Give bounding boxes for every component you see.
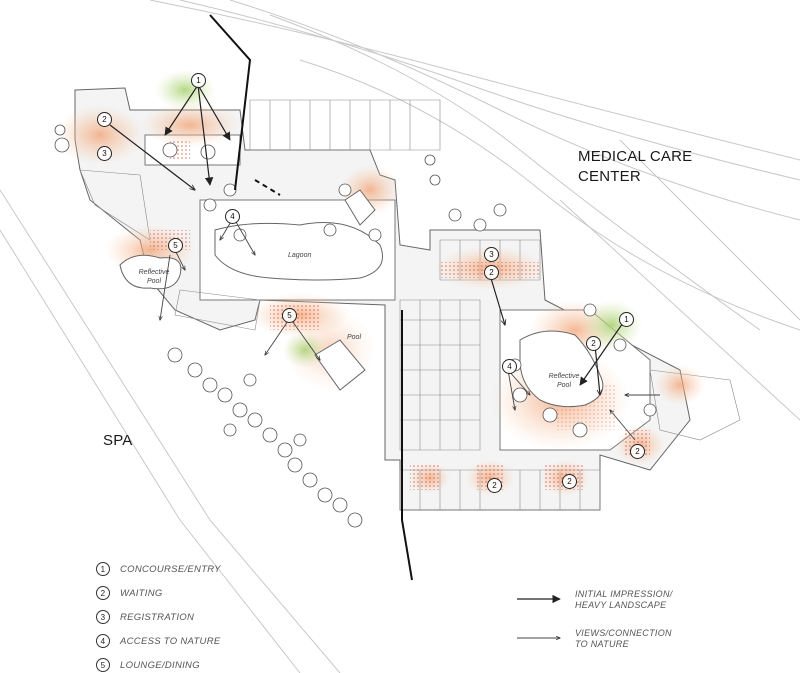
arrow-legend-line2: HEAVY LANDSCAPE [575, 600, 667, 610]
spa-label: SPA [103, 432, 133, 449]
arrow-legend-views: VIEWS/CONNECTION TO NATURE [575, 628, 672, 650]
dashed-path [254, 179, 281, 196]
medical-care-center-label: MEDICAL CARE CENTER [578, 148, 692, 185]
legend-num: 1 [96, 562, 110, 576]
reflective-pool-right-label: Reflective Pool [548, 373, 580, 389]
marker-concourse-1: 1 [191, 73, 206, 88]
lagoon-label: Lagoon [288, 252, 312, 259]
site-boundary [209, 14, 413, 581]
marker-registration-1: 3 [97, 146, 112, 161]
legend-item-lounge: 5 LOUNGE/DINING [96, 658, 200, 672]
marker-access-nature-2: 4 [502, 359, 517, 374]
arrow-legend-line1: INITIAL IMPRESSION/ [575, 589, 673, 599]
legend-num: 2 [96, 586, 110, 600]
medical-label-line1: MEDICAL CARE [578, 148, 693, 165]
legend-text: WAITING [120, 587, 163, 599]
marker-waiting-2: 2 [484, 265, 499, 280]
legend-num: 3 [96, 610, 110, 624]
legend-num: 5 [96, 658, 110, 672]
legend-item-registration: 3 REGISTRATION [96, 610, 194, 624]
initial-impression-arrows [109, 84, 626, 395]
arrow-legend-initial-impression: INITIAL IMPRESSION/ HEAVY LANDSCAPE [575, 589, 673, 611]
arrow-legend-line1: VIEWS/CONNECTION [575, 628, 672, 638]
marker-waiting-6: 2 [562, 474, 577, 489]
marker-waiting-3: 2 [586, 336, 601, 351]
legend-text: CONCOURSE/ENTRY [120, 563, 221, 575]
legend-text: REGISTRATION [120, 611, 195, 623]
marker-lounge-1: 5 [168, 238, 183, 253]
legend-item-access-nature: 4 ACCESS TO NATURE [96, 634, 221, 648]
reflective-pool-left-label: Reflective Pool [138, 269, 170, 285]
marker-access-nature-1: 4 [225, 209, 240, 224]
legend-item-waiting: 2 WAITING [96, 586, 163, 600]
legend-text: ACCESS TO NATURE [120, 635, 221, 647]
marker-concourse-2: 1 [619, 312, 634, 327]
legend-item-concourse: 1 CONCOURSE/ENTRY [96, 562, 221, 576]
trees [54, 124, 657, 528]
legend-text: LOUNGE/DINING [120, 659, 200, 671]
pool-label: Pool [347, 334, 362, 341]
marker-waiting-1: 2 [97, 112, 112, 127]
arrow-legend-line2: TO NATURE [575, 639, 629, 649]
marker-registration-2: 3 [484, 247, 499, 262]
views-arrows [160, 214, 660, 441]
marker-waiting-4: 2 [630, 444, 645, 459]
legend-num: 4 [96, 634, 110, 648]
marker-waiting-5: 2 [487, 478, 502, 493]
water-features [119, 189, 604, 408]
medical-label-line2: CENTER [578, 168, 641, 185]
legend-arrow-samples [517, 594, 561, 638]
marker-lounge-2: 5 [282, 308, 297, 323]
